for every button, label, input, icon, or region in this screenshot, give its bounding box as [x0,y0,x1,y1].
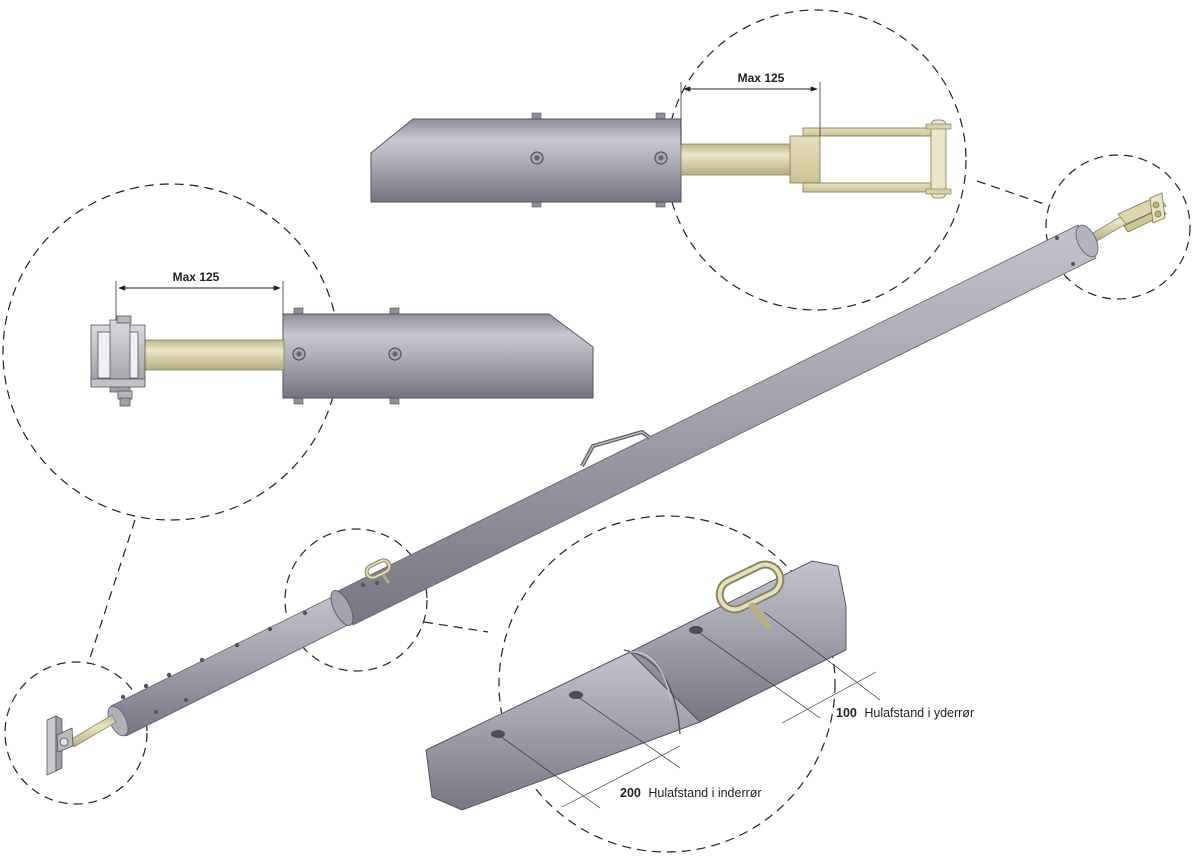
locking-pin-ring [364,558,392,584]
detail-top-clevis-upper [802,127,944,137]
focus-circle-joint [284,528,428,672]
main-pole [46,192,1167,776]
right-end-clevis [1117,192,1167,233]
outer-spacing-label: 100 Hulafstand i yderrør [836,706,974,720]
dimension-label-left: Max 125 [173,270,220,284]
outer-tube [335,224,1097,626]
inner-tube-holes [120,580,380,714]
detail-top-assembly: Max 125 [370,71,952,208]
inner-tube [110,594,351,737]
detail-left-end-fitting [90,315,146,407]
leader-top [976,180,1048,206]
detail-circles [2,9,1191,853]
detail-left-rivets [292,347,402,361]
focus-circle-left-end [4,661,148,805]
leader-bottom [423,621,489,633]
detail-top-clevis-lower [802,182,944,193]
detail-left-tube [282,313,594,399]
detail-bottom-assembly: 100 Hulafstand i yderrør 200 Hulafstand … [425,560,974,811]
tube-joint-collar [330,590,354,626]
outer-tube-end [1075,224,1099,258]
detail-top-pin [930,119,947,199]
detail-circle-bottom [498,515,836,853]
detail-bottom-pin-ring [715,560,785,630]
detail-left-rod [137,339,285,371]
detail-top-rod [680,143,794,176]
leader-left [87,519,136,665]
focus-circle-right-end [1045,154,1191,300]
hole-spacing-leaders [499,611,881,809]
detail-bottom-inner-tube [425,651,701,811]
left-end-rod [69,714,117,748]
inner-spacing-label: 200 Hulafstand i inderrør [620,786,762,800]
detail-left-assembly: Max 125 [90,270,594,407]
detail-top-tube [370,118,682,203]
detail-top-rivets [530,151,668,165]
dimension-label-top: Max 125 [738,71,785,85]
left-end-plate [46,715,74,776]
